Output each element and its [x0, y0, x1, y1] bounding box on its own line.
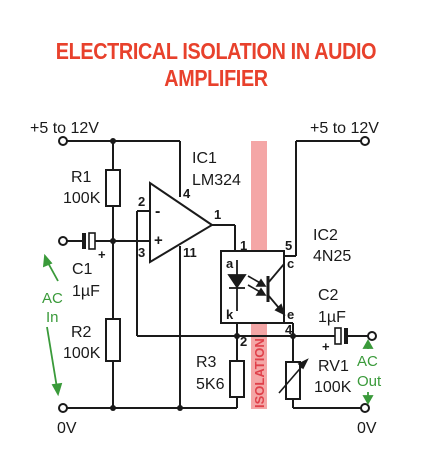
ic2-pin-2: 2	[240, 334, 247, 349]
terminals	[58, 136, 377, 413]
supply-right-label: +5 to 12V	[310, 120, 379, 137]
capacitor-c1	[82, 232, 96, 250]
ic1-pin-11: 11	[183, 245, 197, 260]
ic1-pin-4: 4	[183, 186, 191, 201]
r1-value: 100K	[63, 190, 101, 207]
ic2-letter-k: k	[226, 307, 234, 322]
terminal-ground-left	[58, 403, 68, 413]
resistor-r1	[105, 169, 121, 207]
opamp-minus: -	[155, 203, 160, 220]
potentiometer-rv1	[285, 361, 301, 400]
terminal-ac-in	[58, 236, 68, 246]
ic1-name: IC1	[192, 150, 217, 167]
c2-value: 1µF	[318, 309, 346, 326]
ac-in-arrows	[42, 253, 63, 397]
light-arrows	[247, 275, 267, 296]
c2-plus: +	[322, 339, 330, 354]
c1-plus: +	[98, 247, 106, 262]
rv1-name: RV1	[318, 358, 349, 375]
ac-out-arrows	[362, 339, 374, 405]
opamp-plus: +	[154, 232, 163, 249]
led-symbol	[227, 260, 247, 311]
c1-value: 1µF	[72, 283, 100, 300]
ic2-name: IC2	[313, 227, 338, 244]
c1-name: C1	[72, 261, 93, 278]
capacitor-c2	[334, 327, 348, 345]
ic2-letter-c: c	[287, 256, 294, 271]
r3-name: R3	[196, 354, 217, 371]
ground-left-label: 0V	[57, 420, 77, 437]
r2-name: R2	[71, 324, 92, 341]
terminal-supply-right	[360, 136, 370, 146]
ic2-letter-a: a	[226, 256, 234, 271]
ic1-pin-3: 3	[138, 245, 145, 260]
terminal-ac-out	[367, 331, 377, 341]
page-title: ELECTRICAL ISOLATION IN AUDIO AMPLIFIER	[55, 38, 377, 91]
r2-value: 100K	[63, 345, 101, 362]
ac-in-label-line1: AC	[42, 290, 63, 307]
ic1-pin-1: 1	[214, 207, 221, 222]
ic1-pin-2: 2	[138, 194, 145, 209]
ground-right-label: 0V	[357, 420, 377, 437]
c2-name: C2	[318, 287, 339, 304]
rv1-value: 100K	[314, 379, 352, 396]
isolation-label: ISOLATION	[252, 338, 267, 408]
resistor-r3	[229, 360, 245, 398]
r1-name: R1	[71, 169, 92, 186]
phototransistor-symbol	[266, 263, 286, 316]
terminal-supply-left	[58, 136, 68, 146]
ac-out-label-line2: Out	[357, 373, 382, 390]
r3-value: 5K6	[196, 376, 225, 393]
ic2-part: 4N25	[313, 248, 351, 265]
ic2-pin-4: 4	[285, 322, 293, 337]
ac-out-label-line1: AC	[357, 353, 378, 370]
ac-in-label-line2: In	[46, 309, 59, 326]
junctions	[110, 138, 296, 411]
resistor-r2	[105, 318, 121, 362]
ic2-pin-1: 1	[240, 238, 247, 253]
ic1-part: LM324	[192, 172, 241, 189]
ic2-pin-5: 5	[285, 238, 292, 253]
ic2-letter-e: e	[287, 307, 294, 322]
opamp-ic1	[149, 181, 214, 264]
terminal-ground-right	[360, 403, 370, 413]
supply-left-label: +5 to 12V	[30, 120, 99, 137]
rv1-arrow	[278, 358, 309, 394]
